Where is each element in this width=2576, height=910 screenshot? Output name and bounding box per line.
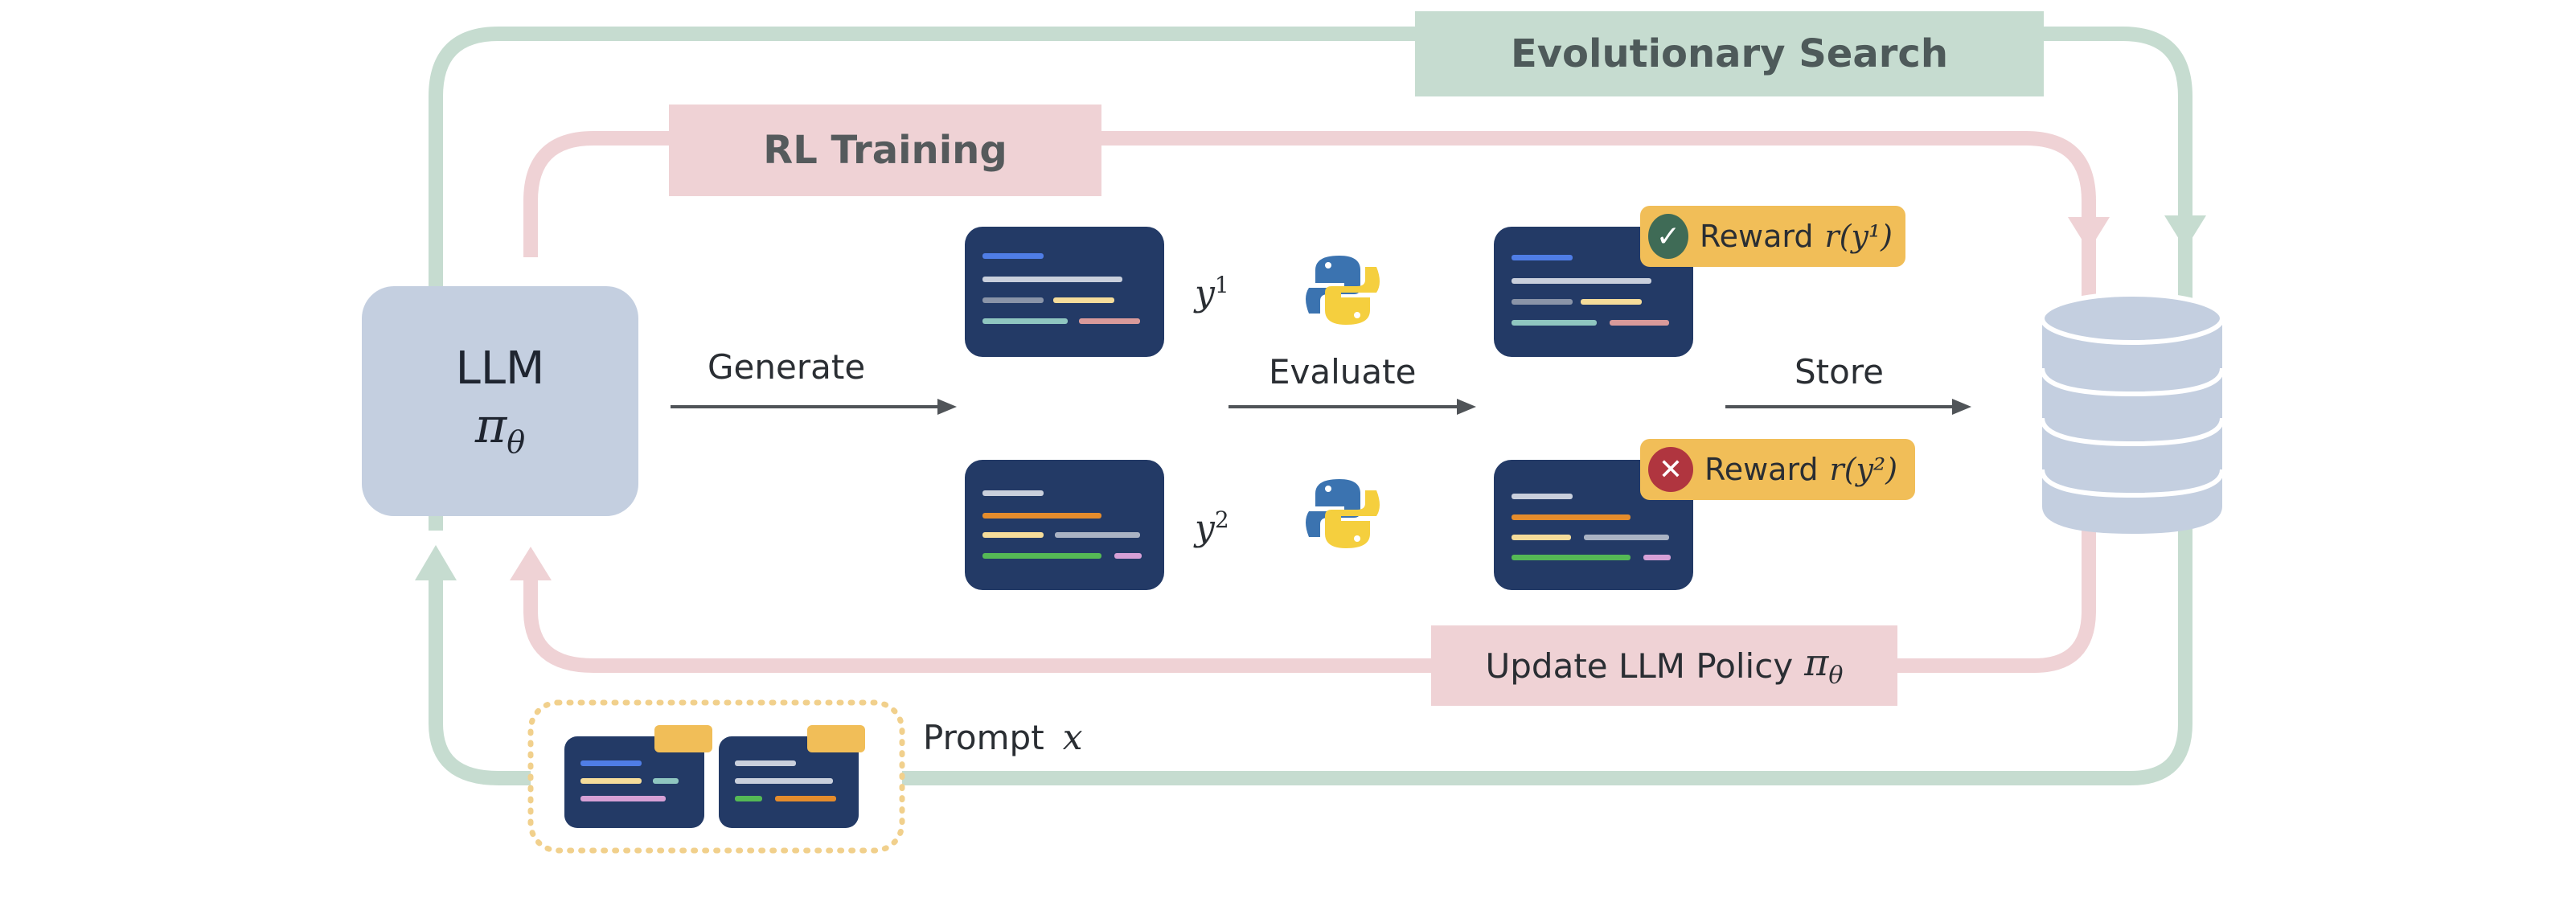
sample-y2-label: y2 [1195, 506, 1229, 549]
evolutionary-search-label: Evolutionary Search [1510, 31, 1949, 76]
sample-y1-label: y1 [1195, 272, 1229, 314]
llm-box: LLM πθ [362, 286, 638, 516]
python-logo-icon [1306, 479, 1380, 548]
llm-title: LLM [455, 342, 545, 395]
pink-arrowhead-llm [510, 547, 552, 580]
reward-label: Reward [1704, 452, 1819, 487]
evolutionary-search-banner: Evolutionary Search [1415, 11, 2044, 96]
update-policy-box: Update LLM Policy πθ [1431, 625, 1897, 706]
code-card-y1 [965, 227, 1164, 357]
code-card-y2 [965, 460, 1164, 590]
prompt-label: Prompt x [923, 717, 1083, 758]
generate-label: Generate [708, 347, 866, 387]
evaluate-label: Evaluate [1269, 352, 1417, 391]
store-arrow [1725, 399, 1971, 415]
reward-expression: r(y¹) [1824, 219, 1893, 254]
rl-training-banner: RL Training [669, 105, 1101, 196]
database-icon [2040, 292, 2225, 534]
update-policy-symbol: πθ [1804, 641, 1844, 691]
store-label: Store [1795, 352, 1885, 391]
reward-badge-y2: ✕ Reward r(y²) [1640, 439, 1915, 500]
generate-arrow [671, 399, 957, 415]
llm-policy-symbol: πθ [474, 398, 526, 460]
reward-expression: r(y²) [1829, 452, 1898, 487]
x-icon: ✕ [1648, 447, 1693, 492]
evaluate-arrow [1229, 399, 1476, 415]
prompt-card-1 [564, 725, 712, 828]
pink-arrowhead-db [2068, 217, 2110, 251]
reward-label: Reward [1699, 219, 1814, 254]
green-arrowhead-llm [415, 545, 457, 580]
check-icon: ✓ [1648, 214, 1688, 259]
python-logo-icon [1306, 256, 1380, 325]
reward-badge-y1: ✓ Reward r(y¹) [1640, 206, 1905, 267]
prompt-card-2 [719, 725, 865, 828]
green-arrowhead-db [2164, 215, 2206, 249]
rl-training-label: RL Training [763, 128, 1007, 173]
update-policy-label: Update LLM Policy [1485, 646, 1794, 686]
